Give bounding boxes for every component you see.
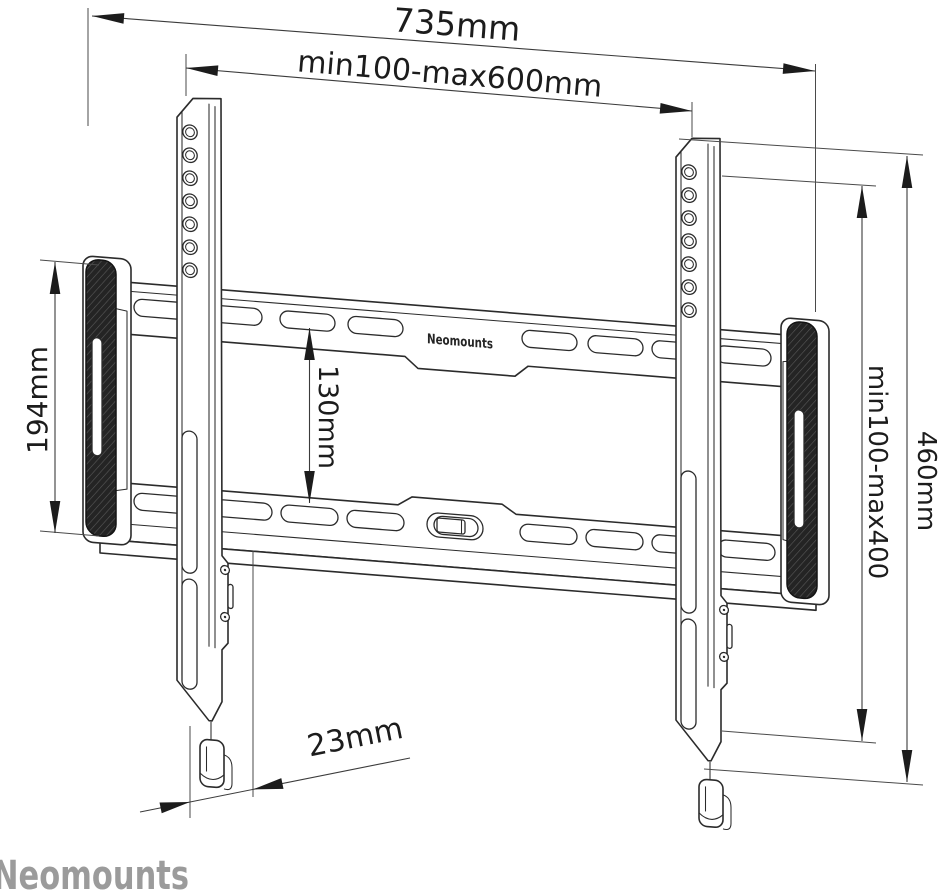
dimension-label-bracket-height: 460mm [911, 431, 939, 531]
rail-slot [585, 528, 644, 551]
left-bracket [176, 94, 234, 791]
rail-slot [717, 539, 776, 561]
dimension-total-width: 735mm [87, 0, 816, 312]
bottom-rail [99, 480, 817, 612]
dimension-endcap-height: 194mm [21, 259, 100, 537]
dimension-vesa-width: min100-max600mm [185, 44, 693, 137]
dimension-label-vesa-width: min100-max600mm [296, 44, 604, 104]
rail-slot [346, 509, 405, 532]
dimension-rail-spacing: 130mm [304, 328, 343, 503]
right-end-cap [780, 317, 830, 606]
rail-slot [279, 310, 336, 332]
brand-watermark: Neomounts [0, 853, 189, 892]
right-bracket [675, 134, 733, 831]
rail-slot [214, 499, 273, 521]
rail-slot [715, 345, 772, 367]
dimension-label-vesa-height: min100-max400 [862, 365, 892, 579]
dimension-bracket-height: 460mm [678, 138, 939, 786]
dimension-label-wall-distance: 23mm [304, 711, 406, 764]
rail-slot [347, 315, 404, 338]
wall-mount: Neomounts [82, 94, 830, 831]
rail-slot [519, 523, 578, 546]
rail-slot [587, 335, 644, 357]
dimension-vesa-height: min100-max400 [721, 175, 892, 744]
locking-slider [426, 512, 484, 541]
brand-logo: Neomounts [427, 331, 493, 352]
rail-slot [280, 504, 339, 527]
dimension-label-rail-spacing: 130mm [312, 365, 343, 469]
dimension-label-total-width: 735mm [392, 0, 522, 49]
dimension-label-endcap-height: 194mm [21, 346, 54, 454]
rail-slot [521, 329, 578, 352]
left-end-cap [82, 255, 132, 546]
